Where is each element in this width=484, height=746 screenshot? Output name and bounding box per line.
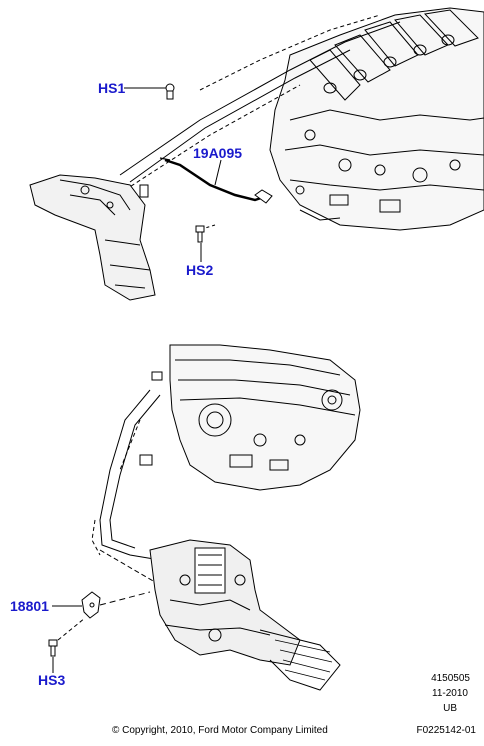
callout-hs2: HS2: [186, 262, 214, 278]
callout-hs3: HS3: [38, 672, 66, 688]
hs2-bolt-icon: [195, 225, 205, 243]
diagram-date: 11-2010: [432, 688, 468, 699]
bracket-18801: [81, 591, 101, 619]
upper-leader-lines: [124, 87, 222, 262]
lower-engine-transmission-assembly: [91, 344, 361, 691]
callout-19a095: 19A095: [193, 145, 243, 161]
upper-engine-assembly: [29, 7, 484, 301]
callout-18801: 18801: [10, 598, 49, 614]
hs1-bolt-icon: [165, 83, 175, 100]
lower-leader-lines: [52, 591, 151, 673]
diagram-region: UB: [443, 703, 457, 714]
diagram-reference: F0225142-01: [416, 725, 477, 736]
diagram-code: 4150505: [431, 673, 470, 684]
harness-19a095: [159, 157, 273, 204]
copyright-text: © Copyright, 2010, Ford Motor Company Li…: [112, 725, 328, 736]
callout-hs1: HS1: [98, 80, 126, 96]
hs3-bolt-icon: [48, 639, 58, 657]
